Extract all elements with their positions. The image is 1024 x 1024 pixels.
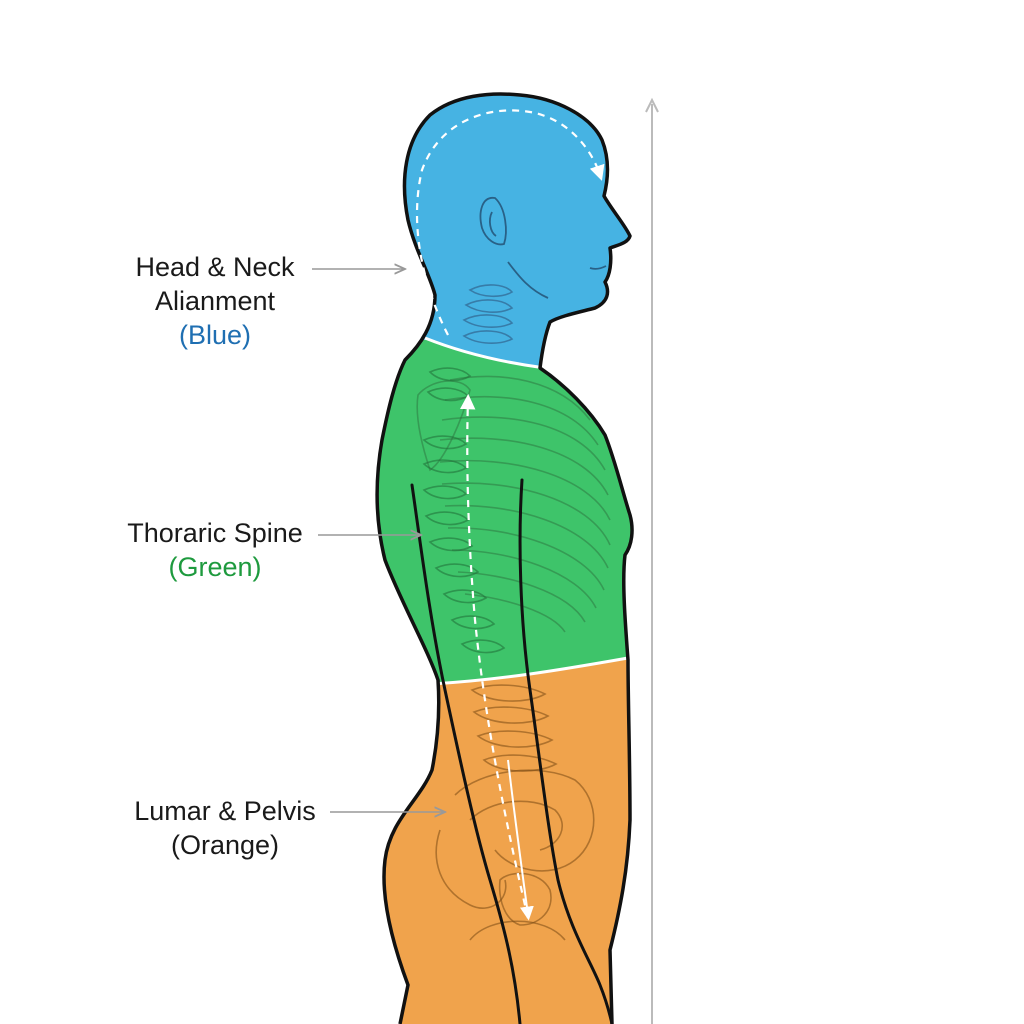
head-alignment-arrow: [415, 109, 605, 336]
plumb-line-arrowhead: [645, 97, 659, 113]
lumbar-color-label: (Orange): [170, 830, 280, 860]
ear-icon: [479, 197, 507, 246]
lumbar-label-line1: Lumar & Pelvis: [134, 796, 316, 826]
thoracic-region: [377, 335, 633, 690]
lumbar-label: Lumar & Pelvis (Orange): [110, 794, 340, 862]
waist-boundary-line: [431, 656, 629, 686]
lumbar-region: [377, 650, 633, 1024]
thoracic-vertebrae-sketch: [422, 367, 506, 654]
face-details: [479, 197, 607, 299]
neck-boundary-line: [424, 336, 546, 370]
head-neck-label-line2: Alianment: [154, 286, 276, 316]
thoracic-label: Thoraric Spine (Green): [100, 516, 330, 584]
spine-sketch: [462, 284, 514, 344]
arm-outline: [410, 478, 614, 1024]
head-neck-label: Head & Neck Alianment (Blue): [100, 250, 330, 352]
thoracic-color-label: (Green): [168, 552, 262, 582]
head-neck-region: [377, 94, 633, 370]
body-outline: [375, 92, 634, 1024]
thoracic-label-line1: Thoraric Spine: [127, 518, 303, 548]
head-neck-color-label: (Blue): [178, 320, 252, 350]
spine-alignment-arrow-bottom: [507, 759, 534, 921]
lumbar-pelvis-sketch: [435, 684, 595, 941]
head-neck-label-line1: Head & Neck: [135, 252, 295, 282]
